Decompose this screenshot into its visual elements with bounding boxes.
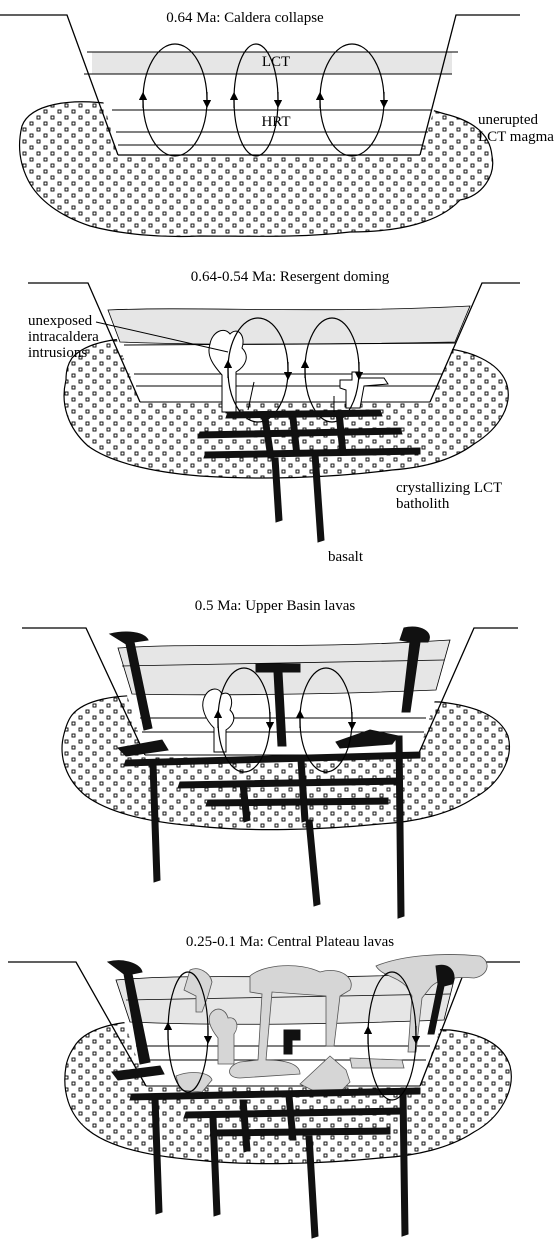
tuff-layer-2 (108, 306, 470, 344)
panel-central-plateau-lavas: 0.25-0.1 Ma: Central Plateau lavas (8, 934, 520, 1238)
panel-1-title: 0.64 Ma: Caldera collapse (166, 10, 324, 26)
panel-3-title: 0.5 Ma: Upper Basin lavas (195, 598, 356, 614)
panel-upper-basin-lavas: 0.5 Ma: Upper Basin lavas (22, 598, 518, 918)
intrusions-label: intrusions (28, 345, 87, 361)
unerupted-label-line2: LCT magma (478, 129, 554, 145)
hrt-label: HRT (261, 114, 290, 130)
intracaldera-label: intracaldera (28, 329, 99, 345)
panel-resurgent-doming: 0.64-0.54 Ma: Resergent doming (28, 269, 520, 565)
basalt-label: basalt (328, 549, 364, 565)
lct-label: LCT (262, 54, 290, 70)
panel-2-title: 0.64-0.54 Ma: Resergent doming (191, 269, 390, 285)
unexposed-label: unexposed (28, 313, 93, 329)
unerupted-label-line1: unerupted (478, 112, 538, 128)
crystallizing-label: crystallizing LCT (396, 480, 502, 496)
panel-4-title: 0.25-0.1 Ma: Central Plateau lavas (186, 934, 394, 950)
batholith-label: batholith (396, 496, 450, 512)
panel-caldera-collapse: 0.64 Ma: Caldera collapse LCT HRT unerup (0, 10, 554, 237)
